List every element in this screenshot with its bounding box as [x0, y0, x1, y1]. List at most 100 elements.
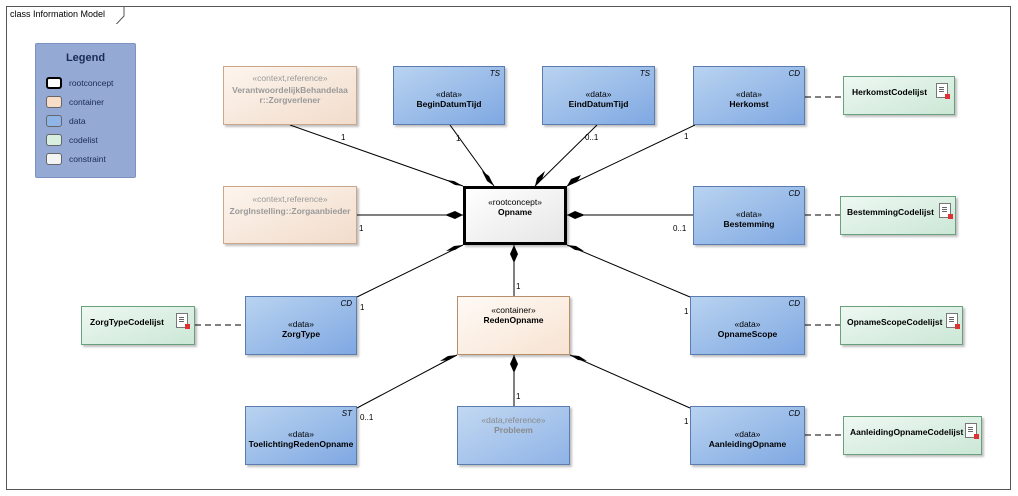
edge-toelichting	[356, 354, 458, 409]
multiplicity-opnamescope: 1	[684, 307, 689, 316]
multiplicity-probleem: 1	[516, 392, 521, 401]
edge-herkomst	[566, 124, 696, 187]
diamond-aanleiding	[570, 355, 587, 361]
node-stereotype: «context,reference»	[252, 73, 328, 83]
diamond-opnamescope	[567, 245, 584, 251]
type-tag: CD	[788, 409, 800, 418]
legend-label: codelist	[69, 135, 98, 145]
node-name: VerantwoordelijkBehandelaar::Zorgverlene…	[232, 85, 348, 105]
node-name: EindDatumTijd	[568, 99, 629, 109]
type-tag: TS	[489, 69, 500, 78]
diamond-bestemming	[567, 211, 585, 219]
legend-swatch	[46, 153, 62, 165]
codelist-name: OpnameScopeCodelijst	[847, 317, 943, 327]
codelist-name: AanleidingOpnameCodelijst	[850, 427, 964, 437]
node-zorginstelling[interactable]: «context,reference» ZorgInstelling::Zorg…	[223, 186, 357, 244]
document-icon	[946, 313, 960, 329]
type-tag: CD	[788, 299, 800, 308]
edge-zorgtype	[356, 244, 464, 298]
legend-swatch	[46, 77, 62, 89]
diagram-title: class Information Model	[10, 9, 106, 19]
node-begindatumtijd[interactable]: TS «data» BeginDatumTijd	[393, 66, 505, 125]
legend-title: Legend	[65, 52, 106, 64]
legend-label: container	[69, 97, 104, 107]
type-tag: CD	[788, 189, 800, 198]
node-name: BeginDatumTijd	[416, 99, 482, 109]
node-stereotype: «data»	[288, 429, 314, 439]
type-tag: CD	[340, 299, 352, 308]
node-stereotype: «data»	[288, 319, 314, 329]
multiplicity-toelichting: 0..1	[360, 413, 374, 422]
codelist-herkomst[interactable]: HerkomstCodelijst	[843, 76, 955, 115]
node-name: Bestemming	[723, 219, 775, 229]
node-stereotype: «data»	[734, 429, 761, 439]
codelist-name: HerkomstCodelijst	[852, 87, 928, 97]
node-zorgtype[interactable]: CD «data» ZorgType	[245, 296, 357, 355]
multiplicity-zorgtype: 1	[360, 303, 365, 312]
node-stereotype: «data»	[734, 319, 761, 329]
codelist-bestemming[interactable]: BestemmingCodelijst	[840, 196, 956, 235]
node-name: AanleidingOpname	[708, 439, 787, 449]
codelist-name: ZorgTypeCodelijst	[90, 317, 164, 327]
type-tag: ST	[341, 409, 352, 418]
legend-swatch	[46, 115, 62, 127]
multiplicity-zorginstelling: 1	[359, 224, 364, 233]
type-tag: TS	[639, 69, 650, 78]
node-opname[interactable]: «rootconcept» Opname	[463, 186, 567, 245]
node-stereotype: «context,reference»	[252, 194, 328, 204]
node-verantwoordelijk-behandelaar[interactable]: «context,reference» VerantwoordelijkBeha…	[223, 66, 357, 125]
document-icon	[939, 203, 953, 219]
legend-label: rootconcept	[69, 78, 114, 88]
node-probleem[interactable]: «data,reference» Probleem	[457, 406, 570, 465]
diamond-verantwoordelijk	[446, 180, 463, 186]
diamond-einddatumtijd	[535, 171, 545, 186]
node-herkomst[interactable]: CD «data» Herkomst	[693, 66, 805, 125]
node-stereotype: «container»	[491, 305, 536, 315]
codelist-zorgtype[interactable]: ZorgTypeCodelijst	[81, 306, 195, 345]
node-stereotype: «data,reference»	[481, 415, 546, 425]
multiplicity-herkomst: 1	[684, 132, 689, 141]
legend-swatch	[46, 134, 62, 146]
edge-aanleiding	[569, 354, 691, 409]
node-name: RedenOpname	[483, 315, 544, 325]
node-opnamescope[interactable]: CD «data» OpnameScope	[690, 296, 805, 355]
diagram-frame	[6, 6, 1011, 490]
legend-label: constraint	[69, 154, 106, 164]
node-name: Probleem	[494, 425, 533, 435]
diamond-toelichting	[440, 355, 457, 361]
node-stereotype: «data»	[436, 89, 462, 99]
node-aanleidingopname[interactable]: CD «data» AanleidingOpname	[690, 406, 805, 465]
node-redenopname[interactable]: «container» RedenOpname	[457, 296, 570, 355]
multiplicity-bestemming: 0..1	[673, 224, 687, 233]
multiplicity-einddatumtijd: 0..1	[585, 133, 599, 142]
diamond-redenopname	[510, 245, 518, 263]
diamond-begindatumtijd	[482, 171, 494, 186]
multiplicity-redenopname: 1	[516, 282, 521, 291]
node-toelichtingredenopname[interactable]: ST «data» ToelichtingRedenOpname	[245, 406, 357, 465]
legend: Legend rootconcept container data codeli…	[35, 43, 136, 178]
legend-swatch	[46, 96, 62, 108]
legend-label: data	[69, 116, 86, 126]
diamond-probleem	[510, 355, 518, 373]
node-stereotype: «data»	[736, 89, 762, 99]
diagram-title-tab	[6, 6, 125, 24]
node-stereotype: «data»	[585, 89, 612, 99]
diamond-herkomst	[567, 175, 581, 186]
codelist-name: BestemmingCodelijst	[847, 207, 934, 217]
multiplicity-verantwoordelijk: 1	[341, 133, 346, 142]
node-einddatumtijd[interactable]: TS «data» EindDatumTijd	[542, 66, 655, 125]
codelist-aanleiding[interactable]: AanleidingOpnameCodelijst	[843, 416, 982, 455]
node-name: OpnameScope	[717, 329, 778, 339]
node-name: ZorgInstelling::Zorgaanbieder	[229, 206, 351, 216]
node-name: ZorgType	[281, 329, 321, 339]
node-name: Opname	[497, 207, 532, 217]
edge-opnamescope	[566, 244, 691, 298]
type-tag: CD	[788, 69, 800, 78]
multiplicity-begindatumtijd: 1	[456, 134, 461, 143]
node-bestemming[interactable]: CD «data» Bestemming	[693, 186, 805, 245]
node-stereotype: «rootconcept»	[488, 197, 542, 207]
edge-einddatumtijd	[534, 124, 598, 187]
node-stereotype: «data»	[736, 209, 762, 219]
codelist-opnamescope[interactable]: OpnameScopeCodelijst	[840, 306, 963, 345]
